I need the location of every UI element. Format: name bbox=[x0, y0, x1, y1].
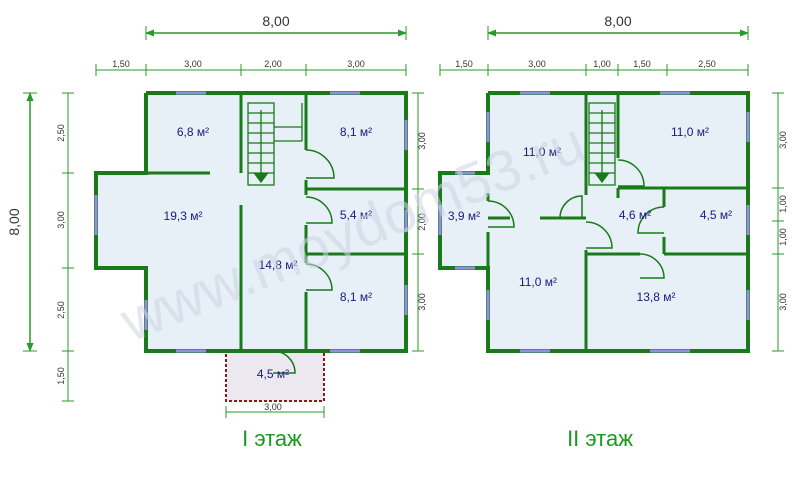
room-area-label: 4,5 м² bbox=[700, 208, 732, 222]
dimension-label: 3,00 bbox=[778, 293, 788, 311]
floor-2-plan: 11,0 м² 11,0 м² 3,9 м² 4,6 м² 4,5 м² 11,… bbox=[438, 13, 788, 451]
room-area-label: 8,1 м² bbox=[340, 290, 372, 304]
room-area-label: 11,0 м² bbox=[519, 275, 557, 289]
room-area-label: 4,6 м² bbox=[619, 208, 651, 222]
dimension-label: 3,00 bbox=[56, 211, 66, 229]
dimension-label: 1,50 bbox=[112, 59, 130, 69]
floor-2-windows bbox=[438, 91, 750, 353]
floor-1-plan: 6,8 м² 8,1 м² 19,3 м² 5,4 м² 14,8 м² 8,1… bbox=[6, 13, 427, 451]
porch bbox=[225, 350, 325, 402]
dimension-label: 2,00 bbox=[417, 213, 427, 231]
dimension-label: 1,50 bbox=[455, 59, 473, 69]
floor-1-interior-walls bbox=[146, 93, 406, 353]
room-area-label: 5,4 м² bbox=[340, 208, 372, 222]
dimension-label: 1,00 bbox=[593, 59, 611, 69]
dimension-label: 2,50 bbox=[56, 124, 66, 142]
dimension-label: 2,50 bbox=[56, 301, 66, 319]
room-area-label: 14,8 м² bbox=[259, 258, 298, 272]
floor-2-stairs bbox=[588, 102, 616, 186]
porch-dimension-label: 3,00 bbox=[264, 402, 282, 412]
dimension-label: 3,00 bbox=[347, 59, 365, 69]
floor-1-door-swings bbox=[272, 149, 335, 374]
overall-width-label: 8,00 bbox=[262, 13, 289, 29]
dimension-label: 3,00 bbox=[417, 132, 427, 150]
room-area-label: 8,1 м² bbox=[340, 125, 372, 139]
dimension-label: 3,00 bbox=[417, 293, 427, 311]
overall-width-label: 8,00 bbox=[604, 13, 631, 29]
floor-1-windows bbox=[94, 91, 408, 353]
room-area-label: 3,9 м² bbox=[448, 209, 480, 223]
dimension-label: 2,50 bbox=[698, 59, 716, 69]
room-area-label: 6,8 м² bbox=[177, 125, 209, 139]
room-area-label: 13,8 м² bbox=[637, 290, 676, 304]
dimension-label: 1,00 bbox=[778, 195, 788, 213]
dimension-label: 2,00 bbox=[264, 59, 282, 69]
floor-1-title: I этаж bbox=[242, 426, 302, 451]
dimension-label: 3,00 bbox=[184, 59, 202, 69]
dimension-label: 1,50 bbox=[633, 59, 651, 69]
floor-2-title: II этаж bbox=[567, 426, 633, 451]
dimension-label: 1,00 bbox=[778, 228, 788, 246]
dimension-label: 3,00 bbox=[778, 131, 788, 149]
room-area-label: 11,0 м² bbox=[523, 145, 561, 159]
porch-area-label: 4,5 м² bbox=[257, 367, 289, 381]
overall-height-label: 8,00 bbox=[6, 208, 22, 235]
dimension-label: 1,50 bbox=[56, 367, 66, 385]
dimension-label: 3,00 bbox=[528, 59, 546, 69]
floor-1-outer-wall bbox=[94, 91, 408, 353]
floor-2-interior-walls bbox=[486, 93, 748, 351]
room-area-label: 11,0 м² bbox=[671, 125, 709, 139]
floor-1-stairs bbox=[247, 102, 303, 186]
floor-2-door-swings bbox=[487, 159, 665, 279]
room-area-label: 19,3 м² bbox=[164, 209, 203, 223]
